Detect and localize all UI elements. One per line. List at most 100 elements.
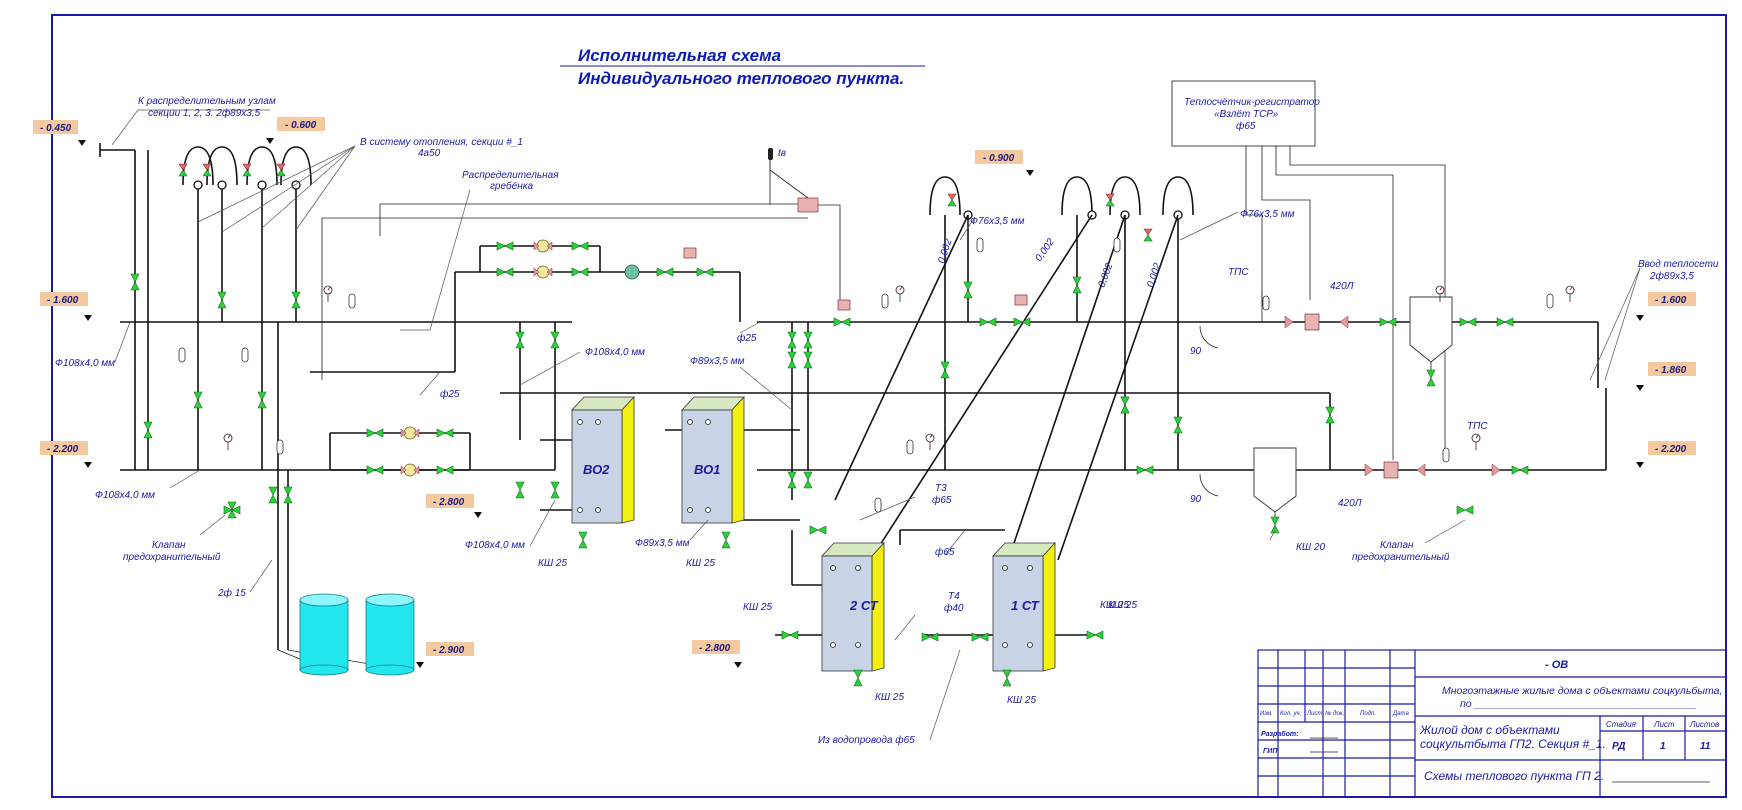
svg-text:ф65: ф65 (932, 494, 952, 506)
control-valve-actuator-2 (837, 299, 851, 311)
tv-sensor-box (797, 197, 819, 213)
svg-text:предохранительный: предохранительный (123, 552, 221, 563)
svg-text:4а50: 4а50 (418, 148, 441, 159)
svg-text:- 1.860: - 1.860 (1655, 365, 1687, 376)
unit-label-2ct: 2 СТ (849, 598, 879, 613)
svg-text:РД: РД (1612, 741, 1626, 752)
svg-text:Ф108х4,0 мм: Ф108х4,0 мм (585, 347, 645, 358)
svg-text:- 0.900: - 0.900 (983, 153, 1015, 164)
svg-text:0,002: 0,002 (1145, 261, 1163, 289)
svg-text:КШ 25: КШ 25 (1108, 600, 1137, 611)
angle-arc-upper (1199, 325, 1219, 349)
svg-text:420Л: 420Л (1338, 498, 1362, 509)
svg-text:- 0.600: - 0.600 (285, 120, 317, 131)
svg-text:ф65: ф65 (1236, 120, 1256, 132)
svg-text:Дата: Дата (1392, 711, 1409, 717)
svg-text:- 1.600: - 1.600 (1655, 295, 1687, 306)
svg-text:- 2.800: - 2.800 (699, 643, 731, 654)
svg-text:ф40: ф40 (944, 602, 964, 614)
svg-text:Т3: Т3 (935, 483, 947, 494)
svg-text:ф25: ф25 (737, 332, 757, 344)
leader-lines (111, 109, 1641, 741)
svg-text:2ф89х3,5: 2ф89х3,5 (1649, 270, 1694, 282)
title-line-2: Индивидуального теплового пункта. (578, 69, 904, 88)
title-block-text: - ОВ Многоэтажные жилые дома с объектами… (1260, 659, 1722, 783)
flowmeter-420l-upper (1304, 313, 1320, 331)
svg-text:ф25: ф25 (440, 388, 460, 400)
svg-text:- 2.800: - 2.800 (433, 497, 465, 508)
exchanger-ports (577, 419, 1033, 648)
svg-text:Ф108х4,0 мм: Ф108х4,0 мм (95, 490, 155, 501)
label-safety-valve-left: Клапан (152, 540, 186, 551)
label-distrib-nodes: К распределительным узлам (138, 96, 276, 107)
svg-text:Ф108х4,0 мм: Ф108х4,0 мм (465, 540, 525, 551)
title-block (1257, 649, 1727, 798)
svg-text:Ф76х3,5 мм: Ф76х3,5 мм (1240, 209, 1295, 220)
svg-text:«Взлёт ТСР»: «Взлёт ТСР» (1214, 109, 1279, 120)
heat-exchanger-2ct (821, 541, 885, 672)
svg-text:- 2.200: - 2.200 (1655, 444, 1687, 455)
svg-text:КШ 25: КШ 25 (875, 692, 904, 703)
svg-text:90: 90 (1190, 346, 1202, 357)
svg-text:- 2.200: - 2.200 (47, 444, 79, 455)
unit-label-vo1: ВО1 (694, 462, 720, 477)
elevation-tags: - 0.450 - 0.600 - 0.900 - 1.600 - 1.600 … (33, 117, 1696, 668)
svg-text:Лист: Лист (1653, 720, 1675, 729)
tv-temperature-sensor (768, 148, 809, 199)
svg-text:Листов: Листов (1689, 720, 1719, 729)
svg-text:КШ 25: КШ 25 (1007, 695, 1036, 706)
unit-label-vo2: ВО2 (583, 462, 610, 477)
pumps (400, 239, 640, 477)
svg-text:Кол. уч.: Кол. уч. (1280, 711, 1301, 717)
svg-text:Ф108х4,0 мм: Ф108х4,0 мм (55, 358, 115, 369)
control-valve-actuator (1014, 294, 1028, 306)
expansion-tank-right (365, 593, 415, 676)
svg-text:Изм.: Изм. (1260, 711, 1273, 717)
svg-text:2ф 15: 2ф 15 (217, 587, 246, 599)
flowmeter-420l-lower (1383, 461, 1399, 479)
angle-arc-lower (1199, 473, 1219, 497)
svg-text:Ф89х3,5 мм: Ф89х3,5 мм (690, 356, 745, 367)
svg-text:0,002: 0,002 (1096, 261, 1115, 289)
svg-text:- 2.900: - 2.900 (433, 645, 465, 656)
label-safety-valve-right: Клапан (1380, 540, 1414, 551)
svg-text:Т4: Т4 (948, 591, 960, 602)
label-distrib-comb: Распределительная (462, 170, 559, 181)
svg-text:ф65: ф65 (935, 546, 955, 558)
annotations: К распределительным узлам секции 1, 2, 3… (55, 96, 1719, 746)
svg-text:Разработ:: Разработ: (1261, 730, 1298, 738)
heat-meter-box (1171, 80, 1316, 147)
svg-text:90: 90 (1190, 494, 1202, 505)
svg-text:КШ 20: КШ 20 (1296, 542, 1325, 553)
svg-text:ТПС: ТПС (1467, 421, 1488, 432)
sheet-title: Схемы теплового пункта ГП 2. (1424, 769, 1604, 783)
label-heating-system: В систему отопления, секции #_1 (360, 137, 523, 148)
svg-text:Ф76х3,5 мм: Ф76х3,5 мм (970, 216, 1025, 227)
reducers (1284, 315, 1501, 477)
svg-text:КШ 25: КШ 25 (686, 558, 715, 569)
svg-text:0,002: 0,002 (1033, 237, 1057, 264)
svg-text:- 0.450: - 0.450 (40, 123, 72, 134)
svg-text:ГИП: ГИП (1263, 748, 1278, 755)
heat-exchanger-vo1 (681, 395, 745, 524)
heat-exchanger-vo2 (571, 395, 635, 524)
svg-text:Жилой дом с объектами: Жилой дом с объектами (1419, 723, 1560, 737)
svg-text:секции 1, 2, 3. 2ф89х3,5: секции 1, 2, 3. 2ф89х3,5 (148, 107, 261, 119)
svg-text:Многоэтажные жилые дома с объе: Многоэтажные жилые дома с объектами соцк… (1442, 685, 1722, 697)
drawing-frame (51, 14, 1727, 798)
title-line-1: Исполнительная схема (578, 46, 781, 65)
svg-text:1: 1 (1660, 741, 1666, 752)
control-valve-actuator-3 (683, 247, 697, 259)
svg-text:№ док.: № док. (1325, 710, 1344, 717)
document-code: - ОВ (1545, 659, 1568, 671)
svg-text:по ___________________________: по _____________________________________… (1460, 698, 1697, 710)
svg-text:КШ 25: КШ 25 (538, 558, 567, 569)
svg-text:предохранительный: предохранительный (1352, 552, 1450, 563)
svg-text:- 1.600: - 1.600 (47, 295, 79, 306)
svg-text:соцкультбыта ГП2. Секция #_1.: соцкультбыта ГП2. Секция #_1. (1420, 737, 1606, 751)
svg-text:гребёнка: гребёнка (490, 180, 533, 192)
label-network-input: Ввод теплосети (1638, 259, 1719, 270)
svg-text:КШ 25: КШ 25 (743, 602, 772, 613)
svg-text:Ф89х3,5 мм: Ф89х3,5 мм (635, 538, 690, 549)
